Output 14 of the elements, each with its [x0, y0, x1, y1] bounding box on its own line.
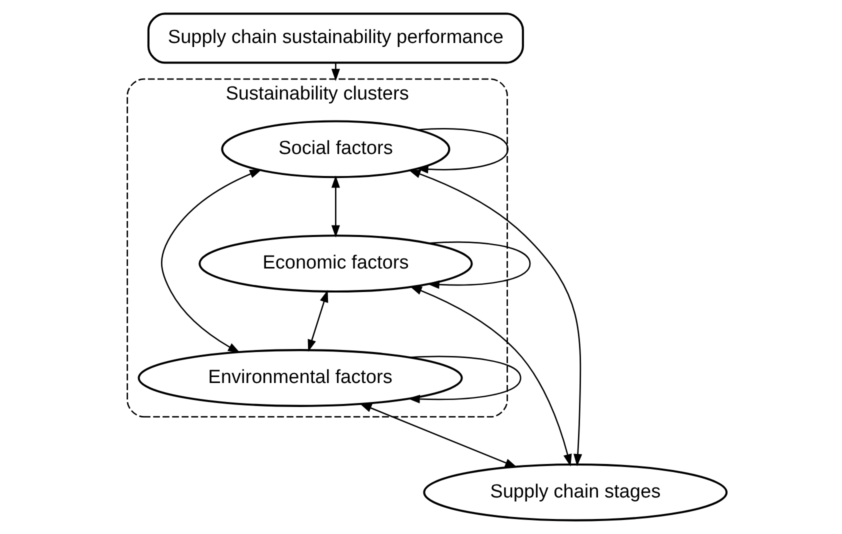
arrow — [307, 290, 328, 352]
arrow — [358, 403, 517, 468]
node-ellipse: Supply chain stages — [422, 463, 728, 522]
arrow — [426, 241, 530, 289]
arrow — [407, 356, 521, 404]
arrow — [330, 63, 340, 82]
node-ellipse: Economic factors — [198, 234, 472, 293]
node-box: Supply chain sustainability performance — [146, 12, 524, 64]
node-ellipse: Environmental factors — [137, 349, 462, 407]
arrow — [160, 169, 262, 354]
arrow — [330, 176, 340, 238]
arrow — [409, 286, 572, 466]
arrow — [416, 128, 508, 174]
arrow — [408, 170, 582, 466]
